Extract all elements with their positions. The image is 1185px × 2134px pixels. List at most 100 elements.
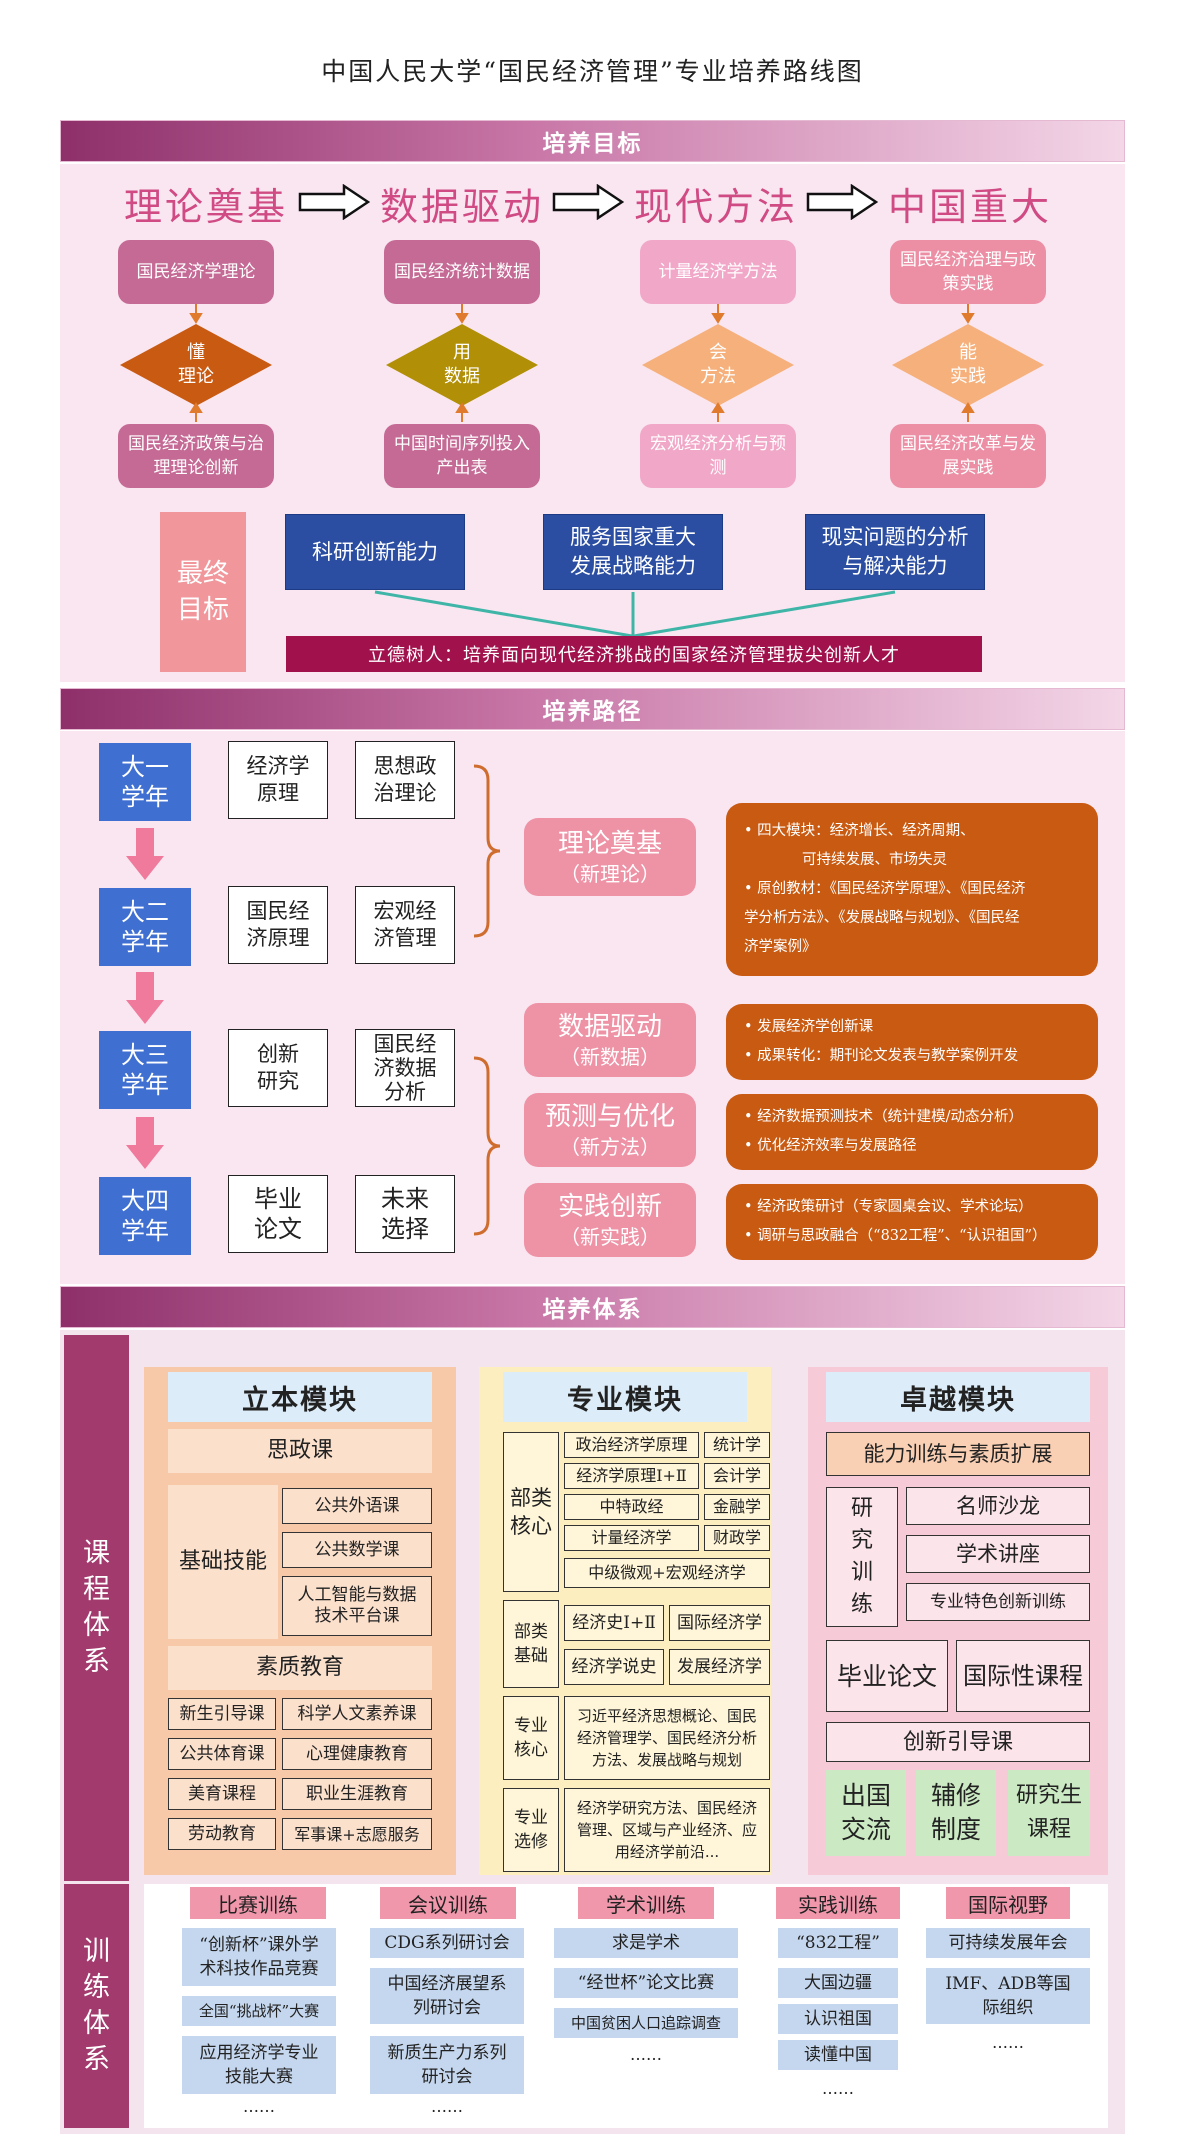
pillar-detail-box: • 发展经济学创新课 • 成果转化：期刊论文发表与教学案例开发 bbox=[726, 1004, 1098, 1080]
module-title: 卓越模块 bbox=[826, 1372, 1090, 1422]
training-item: 中国贫困人口追踪调查 bbox=[554, 2008, 738, 2038]
course-cell: 毕业论文 bbox=[826, 1640, 948, 1712]
course-cell: 公共外语课 bbox=[282, 1488, 432, 1524]
course-cell: 劳动教育 bbox=[168, 1818, 276, 1850]
course-cell: 公共数学课 bbox=[282, 1532, 432, 1568]
course-cell: 国际性课程 bbox=[956, 1640, 1090, 1712]
page-title: 中国人民大学“国民经济管理”专业培养路线图 bbox=[321, 57, 864, 86]
year-box: 大三学年 bbox=[99, 1031, 191, 1109]
year-box: 大二学年 bbox=[99, 888, 191, 966]
green-cell: 研究生课程 bbox=[1008, 1770, 1090, 1856]
goal-bottom-box: 中国时间序列投入产出表 bbox=[384, 424, 540, 488]
course-cell: 职业生涯教育 bbox=[282, 1778, 432, 1810]
down-arrow-icon bbox=[126, 972, 164, 1024]
training-category: 学术训练 bbox=[578, 1887, 714, 1919]
course-cell: 军事课+志愿服务 bbox=[282, 1818, 432, 1850]
goal-pillar-1: 理论奠基 bbox=[124, 185, 289, 229]
pillar-detail-box: • 四大模块：经济增长、经济周期、 可持续发展、市场失灵 • 原创教材：《国民经… bbox=[726, 803, 1098, 976]
course-cell: 素质教育 bbox=[168, 1646, 432, 1690]
pillar-detail-box: • 经济政策研讨（专家圆桌会议、学术论坛） • 调研与思政融合（“832工程”、… bbox=[726, 1184, 1098, 1260]
course-cell: 名师沙龙 bbox=[906, 1487, 1090, 1525]
training-item: 应用经济学专业技能大赛 bbox=[182, 2036, 336, 2094]
training-item: 可持续发展年会 bbox=[926, 1928, 1090, 1958]
ability-connector-lines bbox=[374, 590, 896, 638]
brace-icon bbox=[473, 1056, 501, 1236]
green-cell: 辅修制度 bbox=[916, 1770, 996, 1856]
course-box: 未来选择 bbox=[355, 1175, 455, 1253]
training-item: “832工程” bbox=[778, 1928, 898, 1958]
training-item: 求是学术 bbox=[554, 1928, 738, 1958]
goal-diamond-label: 会方法 bbox=[700, 342, 736, 387]
goal-top-box: 计量经济学方法 bbox=[640, 240, 796, 304]
group-label: 研究训练 bbox=[826, 1487, 898, 1627]
group-label: 部类核心 bbox=[503, 1432, 559, 1592]
goal-diamond-label: 懂理论 bbox=[178, 342, 214, 387]
course-box: 思想政治理论 bbox=[355, 741, 455, 819]
group-label: 专业选修 bbox=[503, 1788, 559, 1872]
goal-pillar-4: 中国重大 bbox=[888, 185, 1053, 229]
training-sidebar: 训练体系 bbox=[64, 1884, 129, 2128]
training-item: “经世杯”论文比赛 bbox=[554, 1968, 738, 1998]
arrow-right-icon bbox=[806, 184, 878, 220]
training-category: 比赛训练 bbox=[190, 1887, 326, 1919]
course-cell: 基础技能 bbox=[168, 1485, 278, 1639]
goal-diamond bbox=[120, 324, 272, 406]
course-cell: 中级微观+宏观经济学 bbox=[564, 1558, 770, 1588]
course-cell: 中特政经 bbox=[564, 1494, 699, 1520]
ability-box: 现实问题的分析与解决能力 bbox=[805, 514, 985, 590]
section-goal-header: 培养目标 bbox=[60, 120, 1125, 162]
goal-top-box: 国民经济学理论 bbox=[118, 240, 274, 304]
path-pillar: 实践创新（新实践） bbox=[524, 1183, 696, 1257]
training-item: IMF、ADB等国际组织 bbox=[926, 1968, 1090, 2024]
pillar-detail-box: • 经济数据预测技术（统计建模/动态分析） • 优化经济效率与发展路径 bbox=[726, 1094, 1098, 1170]
ellipsis: …… bbox=[243, 2096, 275, 2116]
ellipsis: …… bbox=[822, 2078, 854, 2098]
ellipsis: …… bbox=[630, 2044, 662, 2064]
ellipsis: …… bbox=[431, 2096, 463, 2116]
brace-icon bbox=[473, 764, 501, 938]
goal-diamond-label: 能实践 bbox=[950, 342, 986, 387]
group-label: 专业核心 bbox=[503, 1696, 559, 1780]
training-item: 中国经济展望系列研讨会 bbox=[370, 1968, 524, 2024]
goal-diamond bbox=[386, 324, 538, 406]
training-item: 全国“挑战杯”大赛 bbox=[182, 1996, 336, 2026]
training-item: “创新杯”课外学术科技作品竞赛 bbox=[182, 1928, 336, 1986]
training-category: 国际视野 bbox=[946, 1887, 1070, 1919]
course-cell: 经济学说史 bbox=[564, 1649, 664, 1685]
training-item: CDG系列研讨会 bbox=[370, 1928, 524, 1958]
course-cell: 发展经济学 bbox=[669, 1649, 770, 1685]
course-cell: 经济学研究方法、国民经济管理、区域与产业经济、应用经济学前沿... bbox=[564, 1788, 770, 1872]
arrow-right-icon bbox=[298, 184, 370, 220]
course-cell: 计量经济学 bbox=[564, 1525, 699, 1551]
goal-bottom-box: 宏观经济分析与预测 bbox=[640, 424, 796, 488]
module-title: 专业模块 bbox=[503, 1372, 747, 1422]
ability-box: 服务国家重大发展战略能力 bbox=[543, 514, 723, 590]
goal-top-box: 国民经济治理与政策实践 bbox=[890, 240, 1046, 304]
training-item: 读懂中国 bbox=[778, 2040, 898, 2070]
course-cell: 学术讲座 bbox=[906, 1535, 1090, 1573]
connector-arrows bbox=[189, 304, 975, 422]
course-cell: 财政学 bbox=[704, 1525, 770, 1551]
course-cell: 国际经济学 bbox=[669, 1605, 770, 1641]
course-cell: 会计学 bbox=[704, 1463, 770, 1489]
goal-diamond-label: 用数据 bbox=[444, 342, 480, 387]
training-category: 会议训练 bbox=[380, 1887, 516, 1919]
module-title: 立本模块 bbox=[168, 1372, 432, 1422]
goal-top-box: 国民经济统计数据 bbox=[384, 240, 540, 304]
path-pillar: 预测与优化（新方法） bbox=[524, 1093, 696, 1167]
course-cell: 习近平经济思想概论、国民经济管理学、国民经济分析方法、发展战略与规划 bbox=[564, 1696, 770, 1780]
course-box: 宏观经济管理 bbox=[355, 886, 455, 964]
path-pillar: 数据驱动（新数据） bbox=[524, 1003, 696, 1077]
goal-pillar-2: 数据驱动 bbox=[380, 185, 545, 229]
curriculum-sidebar: 课程体系 bbox=[64, 1335, 129, 1881]
path-pillar: 理论奠基（新理论） bbox=[524, 818, 696, 896]
course-box: 国民经济数据分析 bbox=[355, 1029, 455, 1107]
year-box: 大一学年 bbox=[99, 743, 191, 821]
course-box: 经济学原理 bbox=[228, 741, 328, 819]
goal-diamond bbox=[642, 324, 794, 406]
course-cell: 能力训练与素质扩展 bbox=[826, 1432, 1090, 1476]
course-cell: 专业特色创新训练 bbox=[906, 1583, 1090, 1621]
course-box: 创新研究 bbox=[228, 1029, 328, 1107]
green-cell: 出国交流 bbox=[826, 1770, 906, 1856]
course-cell: 统计学 bbox=[704, 1432, 770, 1458]
